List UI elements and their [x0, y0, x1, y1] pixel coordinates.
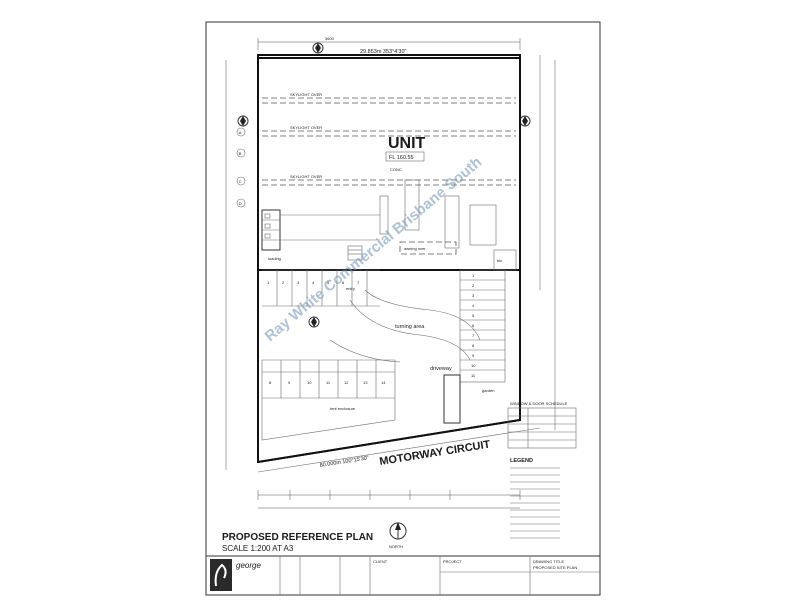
- plan-scale: SCALE 1:200 AT A3: [222, 544, 294, 553]
- svg-text:10: 10: [471, 363, 476, 368]
- svg-text:turning area: turning area: [395, 324, 425, 330]
- svg-text:SKYLIGHT OVER: SKYLIGHT OVER: [290, 125, 322, 130]
- svg-text:NORTH: NORTH: [389, 544, 403, 549]
- plan-title: PROPOSED REFERENCE PLAN: [222, 532, 373, 543]
- left-parking: 8 9 10 11 12 13 14 tent enclosure: [261, 359, 396, 441]
- legend: LEGEND: [510, 458, 560, 539]
- section-marker-left: [237, 115, 249, 127]
- street-name: MOTORWAY CIRCUIT: [379, 439, 492, 468]
- driveway-strip: [443, 374, 461, 424]
- sheet-border: [205, 21, 601, 596]
- office-block: [261, 209, 380, 251]
- unit-level-box: [385, 151, 425, 162]
- svg-text:80.000m 100°15'30": 80.000m 100°15'30": [319, 455, 369, 469]
- awning: awning over: [399, 241, 457, 255]
- svg-text:3: 3: [297, 280, 300, 285]
- svg-text:8: 8: [472, 343, 475, 348]
- svg-text:4: 4: [472, 303, 475, 308]
- watermark: Ray White Commercial Brisbane South: [262, 154, 486, 345]
- svg-text:6: 6: [472, 323, 475, 328]
- svg-text:D: D: [239, 201, 242, 206]
- entry-stair: entry: [346, 245, 363, 291]
- top-boundary-dimension: 29.853m 353°4'30": [360, 49, 407, 55]
- svg-text:DRAWING TITLE: DRAWING TITLE: [533, 559, 564, 564]
- svg-text:entry: entry: [346, 286, 355, 291]
- unit-label: UNIT: [388, 135, 426, 152]
- unit-level: FL 160.55: [389, 155, 414, 161]
- title-block: george CLIENT PROJECT DRAWING TITLE PROP…: [205, 555, 601, 596]
- conc-label: CONC.: [390, 167, 403, 172]
- section-marker-top: [312, 42, 324, 54]
- right-parking: 1 2 3 4 5 6 7 8 9 10 11 garden: [459, 269, 506, 393]
- svg-text:CLIENT: CLIENT: [373, 559, 388, 564]
- svg-text:driveway: driveway: [430, 366, 452, 372]
- george-logo: [210, 559, 232, 591]
- grid-markers-left: A B C D: [236, 127, 246, 208]
- svg-text:3600: 3600: [325, 36, 335, 41]
- svg-text:1: 1: [267, 280, 270, 285]
- svg-text:bin: bin: [497, 258, 502, 263]
- side-dimensions: [225, 55, 556, 470]
- svg-text:5: 5: [327, 280, 330, 285]
- bin-enclosure: bin: [493, 249, 517, 271]
- svg-text:tent enclosure: tent enclosure: [330, 406, 356, 411]
- front-parking: 1 2 3 4 5 6 7 loading: [262, 256, 380, 307]
- lower-dimensions: [257, 490, 521, 509]
- svg-text:2: 2: [472, 283, 475, 288]
- svg-text:8: 8: [269, 380, 272, 385]
- svg-text:11: 11: [471, 373, 476, 378]
- svg-text:11: 11: [326, 380, 331, 385]
- svg-text:10: 10: [307, 380, 312, 385]
- svg-text:awning over: awning over: [404, 246, 426, 251]
- section-marker-right: [519, 115, 531, 127]
- svg-text:13: 13: [363, 380, 368, 385]
- svg-text:7: 7: [357, 280, 360, 285]
- svg-text:4: 4: [312, 280, 315, 285]
- svg-text:1: 1: [472, 273, 475, 278]
- svg-text:9: 9: [288, 380, 291, 385]
- svg-text:5: 5: [472, 313, 475, 318]
- svg-text:loading: loading: [268, 256, 281, 261]
- svg-text:garden: garden: [482, 388, 494, 393]
- svg-text:9: 9: [472, 353, 475, 358]
- svg-text:WINDOW & DOOR SCHEDULE: WINDOW & DOOR SCHEDULE: [510, 401, 568, 406]
- svg-text:7: 7: [472, 333, 475, 338]
- svg-text:SKYLIGHT OVER: SKYLIGHT OVER: [290, 174, 322, 179]
- svg-text:C: C: [239, 179, 242, 184]
- svg-text:SKYLIGHT OVER: SKYLIGHT OVER: [290, 92, 322, 97]
- skylights: SKYLIGHT OVER SKYLIGHT OVER SKYLIGHT OVE…: [262, 92, 516, 186]
- svg-text:6: 6: [342, 280, 345, 285]
- top-dimension: 3600: [257, 36, 521, 50]
- site-boundary: [257, 54, 521, 464]
- svg-text:B: B: [239, 151, 242, 156]
- company-name: george: [236, 561, 261, 570]
- window-schedule: WINDOW & DOOR SCHEDULE: [507, 401, 577, 449]
- svg-text:PROJECT: PROJECT: [443, 559, 462, 564]
- north-arrow: NORTH: [389, 522, 407, 549]
- svg-text:3: 3: [472, 293, 475, 298]
- svg-text:LEGEND: LEGEND: [510, 458, 533, 464]
- warehouse-building: [257, 57, 521, 271]
- svg-text:PROPOSED SITE PLAN: PROPOSED SITE PLAN: [533, 565, 577, 570]
- svg-text:12: 12: [344, 380, 349, 385]
- street-frontage: 80.000m 100°15'30" MOTORWAY CIRCUIT: [257, 419, 541, 473]
- svg-text:A: A: [239, 130, 242, 135]
- svg-text:2: 2: [282, 280, 285, 285]
- svg-text:14: 14: [381, 380, 386, 385]
- section-marker-middle: [308, 316, 320, 328]
